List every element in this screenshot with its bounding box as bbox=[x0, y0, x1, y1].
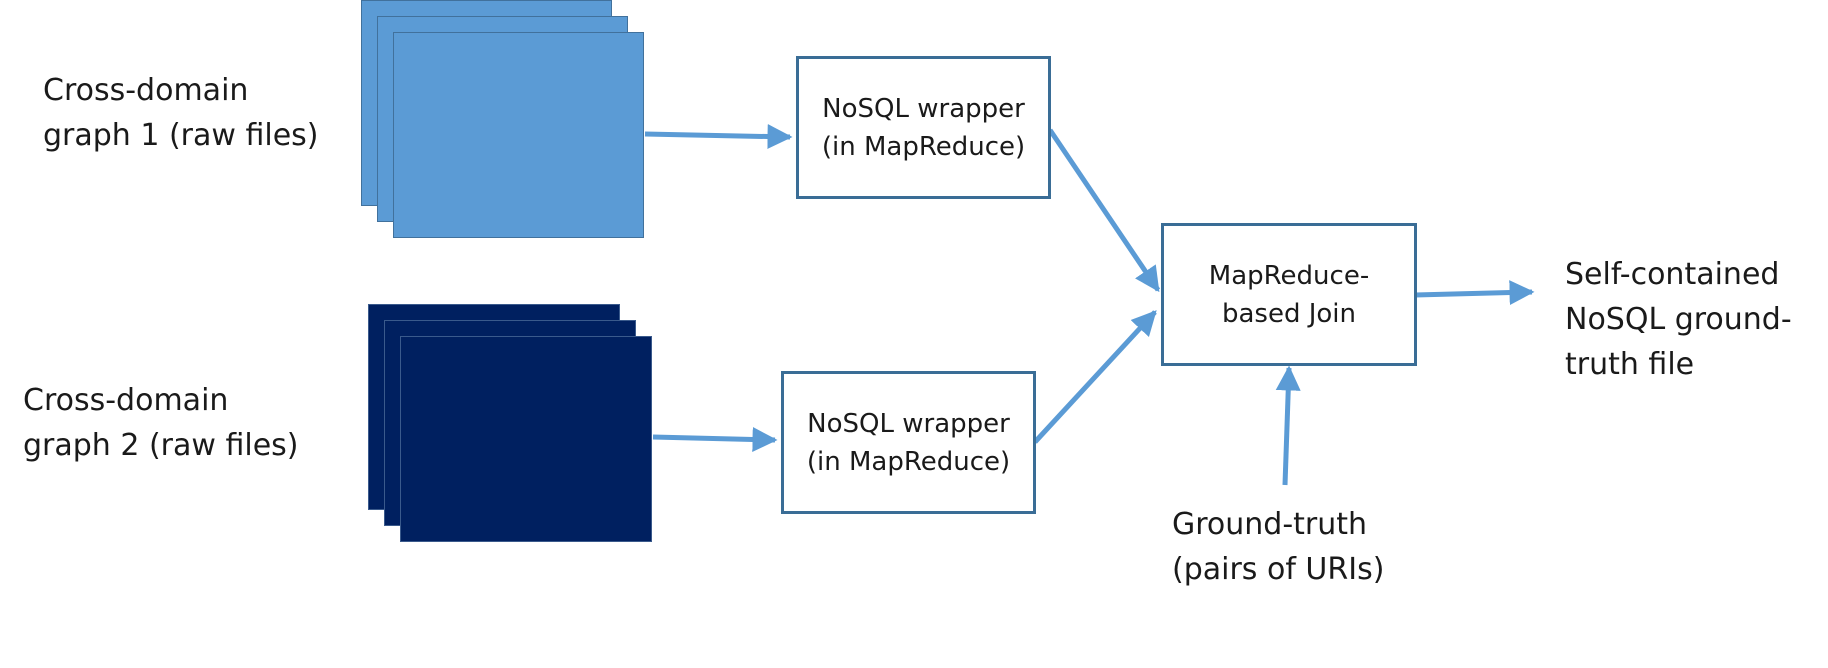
arrow-join-to-output bbox=[1414, 280, 1535, 306]
file-sheet bbox=[400, 336, 652, 542]
arrow-stack1-to-wrapper1 bbox=[644, 124, 793, 150]
arrow-stack2-to-wrapper2 bbox=[652, 426, 778, 452]
output-label: Self-contained NoSQL ground- truth file bbox=[1565, 257, 1792, 382]
nosql-wrapper-box-2: NoSQL wrapper (in MapReduce) bbox=[781, 371, 1036, 514]
file-sheet bbox=[393, 32, 644, 238]
mapreduce-join-box: MapReduce- based Join bbox=[1161, 223, 1417, 366]
ground-truth-label: Ground-truth (pairs of URIs) bbox=[1172, 507, 1385, 587]
arrow-wrapper2-to-join bbox=[1033, 310, 1157, 444]
source-label-graph-2: Cross-domain graph 2 (raw files) bbox=[23, 383, 299, 463]
arrow-groundtruth-to-join bbox=[1275, 365, 1301, 486]
source-label-graph-1: Cross-domain graph 1 (raw files) bbox=[43, 73, 319, 153]
nosql-wrapper-box-1: NoSQL wrapper (in MapReduce) bbox=[796, 56, 1051, 199]
arrow-wrapper1-to-join bbox=[1047, 128, 1161, 293]
